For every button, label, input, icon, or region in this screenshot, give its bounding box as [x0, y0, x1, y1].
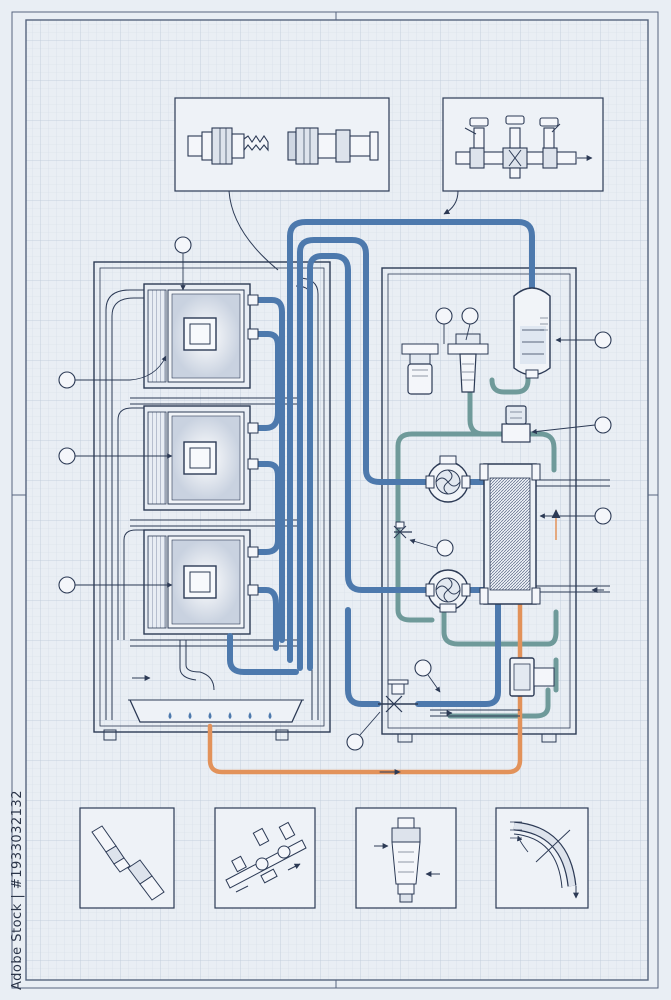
callout-circle	[435, 307, 453, 325]
plate-heat-exchanger	[479, 463, 561, 605]
plate-fittings	[247, 294, 259, 596]
filter-2	[447, 333, 489, 393]
callout-circle	[436, 539, 454, 557]
callout-circle	[346, 733, 364, 751]
callout-circle	[594, 331, 612, 349]
callout-circle	[414, 659, 432, 677]
callout-circle	[58, 576, 76, 594]
pump-1	[425, 455, 471, 503]
expansion-tank	[513, 287, 551, 379]
callout-circle	[58, 371, 76, 389]
callout-circle	[58, 447, 76, 465]
supply-piping	[227, 219, 535, 707]
cold-plate-1	[143, 283, 251, 389]
valve-assembly-detail	[214, 807, 316, 909]
manifold-detail-leader	[443, 190, 459, 215]
callout-leaders	[75, 253, 596, 736]
sheet-border-inner	[25, 19, 649, 981]
return-piping	[395, 367, 559, 719]
drain-valve	[378, 679, 418, 713]
cold-plate-2	[143, 405, 251, 511]
hose-bend-detail	[495, 807, 589, 909]
bleed-valve	[393, 521, 412, 539]
hot-water-line	[207, 601, 523, 775]
control-valve	[509, 657, 555, 697]
pump-2	[425, 569, 471, 613]
quick-disconnect-detail	[79, 807, 175, 909]
cold-plate-3	[143, 529, 251, 635]
coupling-detail	[174, 97, 390, 192]
drip-tray	[128, 640, 304, 723]
cooling-unit-cabinet	[381, 267, 577, 743]
facility-lines	[430, 479, 610, 717]
callout-circle	[594, 416, 612, 434]
callout-circle	[174, 236, 192, 254]
callout-circle	[461, 307, 479, 325]
valve-manifold-detail	[442, 97, 604, 192]
inline-filter-detail	[355, 807, 457, 909]
stock-watermark: Adobe Stock | #1933032132	[10, 790, 25, 990]
filter-1	[401, 343, 439, 395]
callout-circle	[594, 507, 612, 525]
sheet-border-outer	[11, 11, 659, 989]
flow-meter	[501, 405, 531, 443]
